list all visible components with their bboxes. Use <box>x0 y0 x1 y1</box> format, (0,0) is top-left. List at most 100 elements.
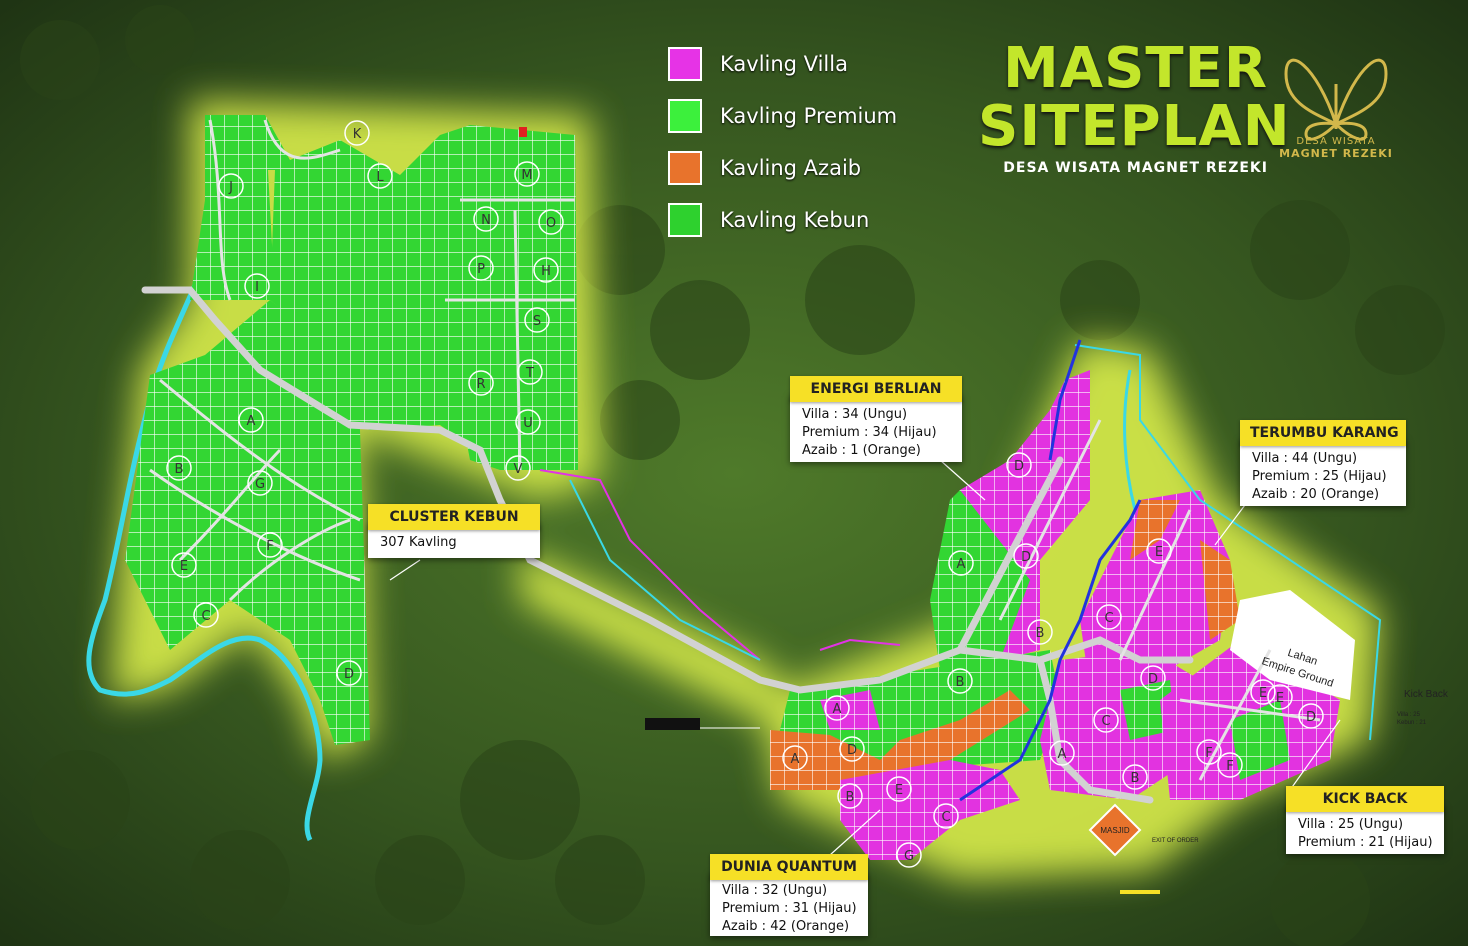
callout-cluster-kebun: CLUSTER KEBUN 307 Kavling <box>368 504 540 558</box>
block-letter: F <box>1226 759 1233 774</box>
callout-cluster-kebun-title: CLUSTER KEBUN <box>368 504 540 530</box>
block-letter: D <box>344 667 354 682</box>
butterfly-logo-icon <box>1284 58 1388 141</box>
block-marker-b: B <box>837 783 863 809</box>
block-marker-c: C <box>1093 707 1119 733</box>
block-letter: E <box>895 783 903 798</box>
callout-energi-berlian-line-3: Azaib : 1 (Orange) <box>802 443 921 458</box>
block-marker-a: A <box>782 745 808 771</box>
legend-swatch-kebun <box>668 203 702 237</box>
block-letter: B <box>1131 771 1140 786</box>
block-marker-f: F <box>1196 739 1222 765</box>
block-letter: E <box>180 559 188 574</box>
block-letter: D <box>1021 550 1031 565</box>
callout-terumbu-karang-line-3: Azaib : 20 (Orange) <box>1252 487 1380 502</box>
exit-label: EXIT OF ORDER <box>1152 838 1199 844</box>
block-marker-d: D <box>1006 452 1032 478</box>
block-marker-o: O <box>538 209 564 235</box>
legend-item-villa: Kavling Villa <box>668 46 897 82</box>
legend-swatch-premium <box>668 99 702 133</box>
callout-kick-back-line-2: Premium : 21 (Hijau) <box>1298 835 1433 850</box>
legend-swatch-villa <box>668 47 702 81</box>
logo-text-line-1: DESA WISATA <box>1296 136 1376 147</box>
block-letter: E <box>1276 691 1284 706</box>
block-marker-n: N <box>473 206 499 232</box>
block-letter: C <box>201 609 210 624</box>
block-letter: H <box>541 264 551 279</box>
block-letter: B <box>1036 626 1045 641</box>
map-marker-red <box>519 127 527 137</box>
block-marker-d: D <box>1298 703 1324 729</box>
callout-kick-back-title: KICK BACK <box>1286 786 1444 812</box>
block-marker-b: B <box>947 668 973 694</box>
title-line-1: MASTER <box>1003 36 1268 101</box>
block-marker-m: M <box>514 161 540 187</box>
block-marker-c: C <box>1096 604 1122 630</box>
block-marker-a: A <box>948 550 974 576</box>
callout-dunia-quantum-line-2: Premium : 31 (Hijau) <box>722 901 857 916</box>
block-letter: G <box>904 849 914 864</box>
block-letter: A <box>1058 747 1067 762</box>
legend: Kavling Villa Kavling Premium Kavling Az… <box>668 46 897 254</box>
legend-swatch-azaib <box>668 151 702 185</box>
internal-paths <box>149 119 1321 781</box>
block-marker-e: E <box>1146 538 1172 564</box>
tree-texture <box>20 5 1445 946</box>
block-marker-u: U <box>515 409 541 435</box>
title-block: MASTER SITEPLAN DESA WISATA MAGNET REZEK… <box>978 36 1291 177</box>
block-letter: E <box>1259 686 1267 701</box>
block-marker-k: K <box>344 120 370 146</box>
block-letter: I <box>255 280 259 295</box>
block-letter: D <box>1306 710 1316 725</box>
block-marker-j: J <box>218 173 244 199</box>
block-marker-b: B <box>166 455 192 481</box>
block-marker-g: G <box>247 470 273 496</box>
block-letter: D <box>1014 459 1024 474</box>
block-letter: A <box>791 752 800 767</box>
cluster-kebun-area <box>125 115 578 745</box>
block-marker-g: G <box>896 842 922 868</box>
logo-text-line-2: MAGNET REZEKI <box>1279 147 1393 160</box>
callout-energi-berlian: ENERGI BERLIAN Villa : 34 (Ungu) Premium… <box>790 376 962 462</box>
block-marker-e: E <box>171 552 197 578</box>
logo-text: DESA WISATA MAGNET REZEKI <box>1272 136 1400 160</box>
callout-kick-back-line-1: Villa : 25 (Ungu) <box>1298 817 1404 832</box>
block-letter: D <box>847 743 857 758</box>
callout-terumbu-karang-title: TERUMBU KARANG <box>1240 420 1406 446</box>
block-letter: M <box>521 168 532 183</box>
block-marker-i: I <box>244 273 270 299</box>
title-line-2: SITEPLAN <box>978 94 1291 159</box>
legend-label-azaib: Kavling Azaib <box>720 156 862 180</box>
block-letter: F <box>1205 746 1212 761</box>
kick-back-villa-small: Villa : 25 <box>1397 712 1421 718</box>
callout-kick-back: KICK BACK Villa : 25 (Ungu) Premium : 21… <box>1286 786 1444 854</box>
callout-energi-berlian-title: ENERGI BERLIAN <box>790 376 962 402</box>
block-marker-h: H <box>533 257 559 283</box>
block-marker-p: P <box>468 255 494 281</box>
block-marker-d: D <box>1013 543 1039 569</box>
callout-leaders <box>389 459 1341 856</box>
callout-terumbu-karang: TERUMBU KARANG Villa : 44 (Ungu) Premium… <box>1240 420 1406 506</box>
block-marker-e: E <box>1267 684 1293 710</box>
block-marker-r: R <box>468 370 494 396</box>
block-marker-f: F <box>257 532 283 558</box>
block-marker-b: B <box>1027 619 1053 645</box>
block-marker-e: E <box>1250 679 1276 705</box>
legend-label-premium: Kavling Premium <box>720 104 898 128</box>
block-letter: J <box>228 180 233 195</box>
block-marker-t: T <box>517 359 543 385</box>
callout-dunia-quantum-line-1: Villa : 32 (Ungu) <box>722 883 828 898</box>
block-letter: C <box>941 810 950 825</box>
callout-energi-berlian-line-1: Villa : 34 (Ungu) <box>802 407 908 422</box>
title-subtitle: DESA WISATA MAGNET REZEKI <box>1003 160 1268 176</box>
block-letter: B <box>846 790 855 805</box>
block-marker-a: A <box>824 695 850 721</box>
block-letter: T <box>525 366 534 381</box>
block-letter: G <box>255 477 265 492</box>
boundary-lines <box>539 339 1382 802</box>
block-marker-a: A <box>238 407 264 433</box>
callout-energi-berlian-line-2: Premium : 34 (Hijau) <box>802 425 937 440</box>
block-letter: F <box>266 539 273 554</box>
block-marker-b: B <box>1122 764 1148 790</box>
